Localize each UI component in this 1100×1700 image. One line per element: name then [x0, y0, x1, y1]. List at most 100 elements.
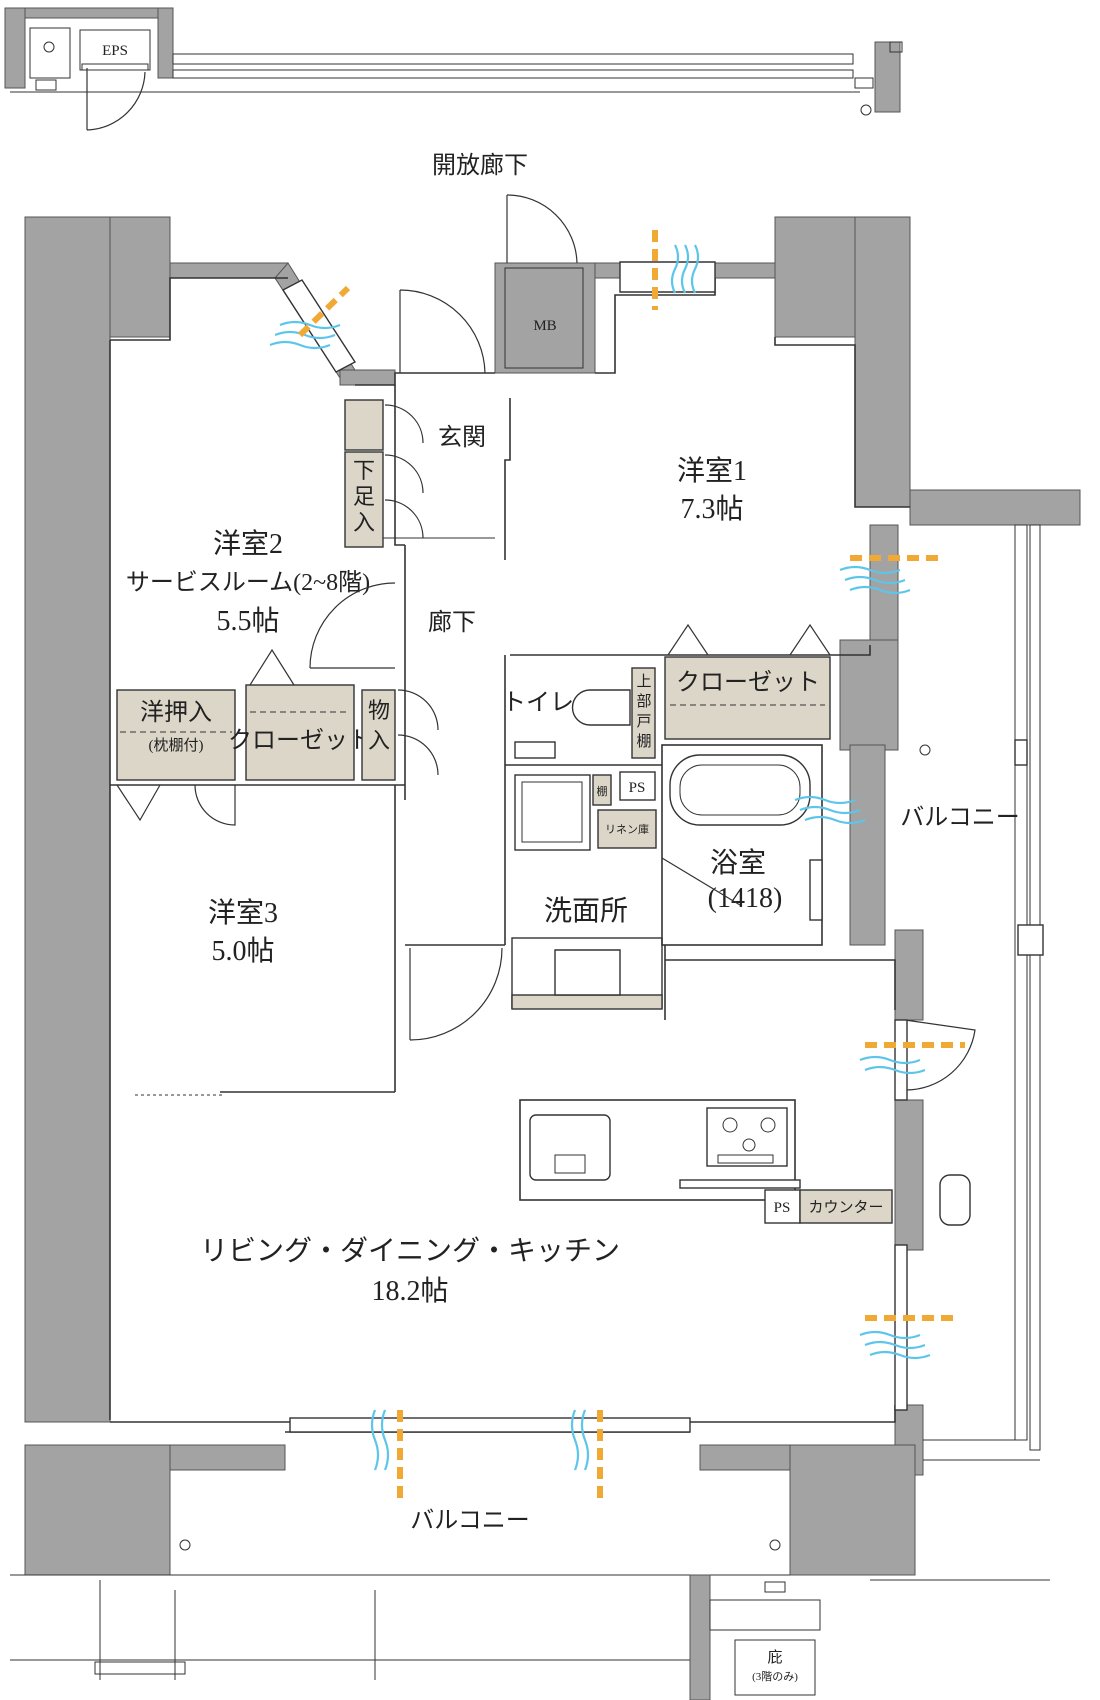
- mb-door-swing-icon[interactable]: [506, 194, 578, 264]
- room3-size: 5.0帖: [211, 935, 274, 967]
- room1-closet[interactable]: [664, 656, 831, 740]
- balcony-south-label: バルコニー: [410, 1508, 530, 1534]
- storage-door-swing-icon[interactable]: [397, 689, 439, 776]
- room2-name: 洋室2: [213, 528, 283, 560]
- ps-box: [619, 771, 656, 801]
- shoe-storage-label-3: 入: [353, 510, 375, 535]
- room3-door-swing-icon[interactable]: [409, 947, 503, 1041]
- futon-closet-name: 洋押入: [140, 699, 212, 726]
- kitchen-ps-box: [764, 1189, 801, 1224]
- sunlight-icon-room2: [297, 285, 351, 338]
- room2-closet[interactable]: [245, 684, 355, 781]
- room1-closet-label: クローゼット: [676, 669, 820, 696]
- room2-door-swing-icon[interactable]: [309, 582, 396, 669]
- counter: [799, 1189, 893, 1224]
- eps-small-cabinet: [29, 27, 71, 79]
- outer-walls: [24, 216, 1081, 1576]
- upper-cabinet-label-4: 棚: [636, 733, 651, 750]
- room2-closet-label: クローゼット: [228, 727, 372, 754]
- storage-label-2: 入: [368, 728, 390, 753]
- kitchen-sink-icon: [529, 1114, 611, 1181]
- ldk-side-door-swing-icon[interactable]: [904, 1019, 976, 1091]
- washing-machine-pan: [514, 774, 591, 851]
- eps-area: EPS: [4, 7, 903, 131]
- sunlight-icon-group: [297, 230, 965, 1500]
- balcony-east: バルコニー: [900, 524, 1044, 1461]
- futon-closet[interactable]: [116, 689, 236, 781]
- corridor-label: 開放廊下: [432, 152, 528, 179]
- entrance-label: 玄関: [438, 424, 486, 451]
- eave-box: [734, 1639, 816, 1696]
- wind-icon-room1-top: [670, 244, 700, 294]
- linen-label: リネン庫: [605, 822, 649, 836]
- toilet-room: トイレ 上 部 戸 棚: [502, 667, 662, 766]
- futon-closet-note: (枕棚付): [149, 737, 204, 754]
- toilet-icon: [571, 689, 631, 726]
- hallway-label: 廊下: [428, 609, 476, 636]
- bathroom-door-icon[interactable]: [661, 857, 741, 906]
- room2-closet-door-icon[interactable]: [249, 648, 295, 686]
- ldk-size: 18.2帖: [371, 1275, 448, 1307]
- futon-closet-door-icon[interactable]: [116, 784, 236, 826]
- kitchen-counter: [519, 1099, 796, 1201]
- wind-icon-ldk-door: [859, 1055, 926, 1075]
- upper-cabinet[interactable]: [631, 667, 656, 759]
- kitchen-ps-label: PS: [774, 1200, 791, 1216]
- outdoor-unit-icon: [939, 1174, 971, 1226]
- wind-icon-group: [269, 244, 931, 1471]
- wind-icon-ldk-south-2: [570, 1409, 590, 1471]
- washroom: 棚 PS リネン庫 洗面所: [511, 771, 663, 1010]
- shelf[interactable]: [592, 774, 612, 806]
- balcony-south: バルコニー 庇 (3階のみ): [10, 1508, 1050, 1700]
- wind-icon-ldk-east: [859, 1330, 931, 1360]
- room1-closet-door-icon[interactable]: [667, 623, 831, 656]
- room1-window[interactable]: [619, 261, 716, 293]
- mb-box: [504, 267, 584, 369]
- eps-door-swing-icon[interactable]: [86, 68, 146, 131]
- room2-size: 5.5帖: [216, 605, 279, 637]
- balcony-rail-vent: [94, 1661, 186, 1675]
- eps-label: EPS: [102, 43, 128, 59]
- room3-name: 洋室3: [208, 897, 278, 929]
- mb-label: MB: [533, 318, 556, 334]
- bathroom-name: 浴室: [710, 847, 766, 879]
- ldk: リビング・ダイニング・キッチン 18.2帖 PS カウンター: [200, 1019, 976, 1433]
- stove-burner-icon: [706, 1107, 788, 1167]
- washroom-label: 洗面所: [544, 895, 628, 927]
- eave-note: (3階のみ): [752, 1669, 798, 1683]
- storage-label-1: 物: [368, 698, 390, 723]
- room-2: 洋室2 サービスルーム(2~8階) 5.5帖 洋押入 (枕棚付) クローゼット …: [116, 279, 439, 826]
- bathroom: 浴室 (1418): [661, 744, 823, 946]
- shoe-cabinet-door-swing-icon[interactable]: [384, 404, 424, 539]
- room2-subtitle: サービスルーム(2~8階): [126, 569, 370, 596]
- shoe-cabinet[interactable]: [344, 451, 384, 548]
- ldk-name: リビング・ダイニング・キッチン: [200, 1235, 620, 1267]
- wind-icon-room2: [269, 320, 341, 350]
- ldk-sliding-window[interactable]: [289, 1417, 691, 1433]
- corridor-handrail: [172, 53, 854, 65]
- entrance-area: 下 足 入 玄関 MB 廊下: [344, 194, 578, 636]
- bathroom-size: (1418): [708, 883, 783, 914]
- bathtub-icon: [669, 754, 811, 826]
- shoe-storage-label-2: 足: [353, 484, 375, 509]
- balcony-east-label: バルコニー: [900, 805, 1020, 831]
- storage-cabinet[interactable]: [361, 689, 396, 781]
- room1-size: 7.3帖: [680, 493, 743, 525]
- room1-name: 洋室1: [677, 455, 747, 487]
- linen-cabinet[interactable]: [597, 809, 657, 849]
- eave-name: 庇: [767, 1649, 782, 1666]
- shoe-cabinet-upper: [344, 399, 384, 451]
- toilet-sink: [514, 741, 556, 759]
- counter-label: カウンター: [808, 1199, 883, 1216]
- toilet-label: トイレ: [502, 690, 574, 716]
- upper-cabinet-label-1: 上: [636, 673, 651, 690]
- wind-icon-room1-east: [839, 565, 911, 595]
- room2-window[interactable]: [281, 279, 357, 373]
- shelf-label: 棚: [597, 784, 608, 798]
- upper-cabinet-label-3: 戸: [636, 714, 651, 730]
- wind-icon-ldk-south-1: [370, 1409, 390, 1471]
- upper-cabinet-label-2: 部: [636, 693, 651, 710]
- entrance-door-swing-icon[interactable]: [399, 289, 486, 374]
- sink-icon: [554, 949, 621, 996]
